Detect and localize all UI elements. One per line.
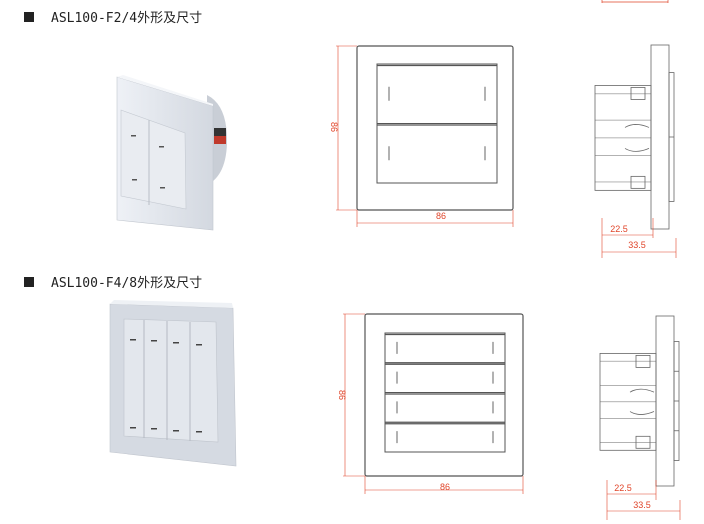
- section-title: ASL100-F4/8外形及尺寸: [51, 276, 203, 291]
- height-dimension-label: 86: [337, 390, 347, 400]
- product-photo-f2-4: [116, 75, 227, 231]
- button-outline: [384, 421, 506, 453]
- section-title: ASL100-F2/4外形及尺寸: [51, 11, 203, 26]
- faceplate-outline: [364, 313, 524, 477]
- faceplate-outline: [356, 45, 514, 211]
- side-view-f4-8: [599, 315, 680, 487]
- front-view-f2-4: [356, 45, 514, 211]
- side-view-f2-4: [594, 44, 675, 230]
- product-photo-f4-8: [109, 300, 237, 467]
- depth-inner-label: 22.5: [614, 483, 632, 493]
- section-heading-f4-8: ASL100-F4/8外形及尺寸: [24, 272, 202, 291]
- width-dimension-label: 86: [440, 482, 450, 492]
- button-outline: [376, 123, 498, 184]
- depth-outer-label: 33.5: [628, 240, 646, 250]
- depth-outer-label: 33.5: [633, 500, 651, 510]
- button-outline: [384, 362, 506, 393]
- bullet-square-icon: [24, 11, 34, 22]
- side-plate: [650, 44, 670, 230]
- section-heading-f2-4: ASL100-F2/4外形及尺寸: [24, 7, 202, 26]
- button-outline: [376, 63, 498, 124]
- depth-inner-label: 22.5: [610, 224, 628, 234]
- bullet-square-icon: [24, 276, 34, 287]
- height-dimension-label: 86: [329, 122, 339, 132]
- button-outline: [384, 332, 506, 364]
- width-dimension-label: 86: [436, 211, 446, 221]
- button-outline: [384, 392, 506, 423]
- front-view-f4-8: [364, 313, 524, 477]
- side-plate: [655, 315, 675, 487]
